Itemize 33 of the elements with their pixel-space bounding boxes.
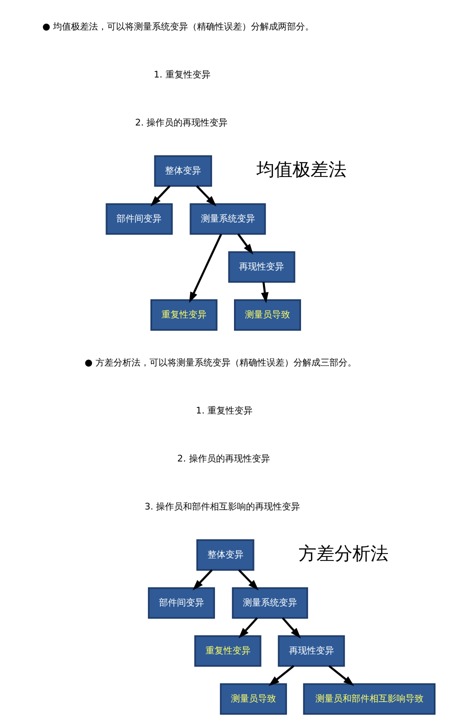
arrow bbox=[268, 665, 294, 686]
label: 1. 重复性变异 bbox=[153, 70, 210, 80]
arrow bbox=[236, 233, 253, 255]
arrow bbox=[238, 617, 258, 638]
arrow bbox=[281, 617, 300, 638]
label: 均值极差法 bbox=[256, 160, 346, 181]
arrow bbox=[150, 185, 170, 206]
node-box: 部件间变异 bbox=[147, 587, 214, 619]
node-box: 测量系统变异 bbox=[189, 203, 266, 235]
node-box: 测量系统变异 bbox=[231, 587, 308, 619]
arrow bbox=[196, 185, 216, 206]
label: 2. 操作员的再现性变异 bbox=[134, 118, 228, 128]
node-box: 重复性变异 bbox=[194, 635, 261, 667]
node-box: 整体变异 bbox=[196, 539, 254, 571]
arrow bbox=[192, 569, 212, 590]
arrow bbox=[238, 569, 258, 590]
node-box: 再现性变异 bbox=[277, 635, 344, 667]
label: 方差分析法 bbox=[298, 544, 388, 565]
label: 1. 重复性变异 bbox=[195, 406, 252, 416]
arrow bbox=[260, 282, 268, 304]
node-box: 再现性变异 bbox=[228, 251, 295, 283]
label: ● 均值极差法，可以将测量系统变异（精确性误差）分解成两部分。 bbox=[42, 22, 314, 32]
node-box: 部件间变异 bbox=[105, 203, 172, 235]
node-box: 重复性变异 bbox=[150, 299, 217, 331]
arrow bbox=[328, 665, 354, 686]
label: 2. 操作员的再现性变异 bbox=[176, 454, 270, 464]
node-box: 整体变异 bbox=[154, 155, 212, 187]
node-box: 测量员导致 bbox=[219, 683, 286, 715]
label: ● 方差分析法，可以将测量系统变异（精确性误差）分解成三部分。 bbox=[84, 358, 356, 368]
node-box: 测量员导致 bbox=[234, 299, 301, 331]
label: 3. 操作员和部件相互影响的再现性变异 bbox=[144, 502, 300, 512]
arrow bbox=[188, 234, 222, 303]
node-box: 测量员和部件相互影响导致 bbox=[302, 683, 436, 715]
